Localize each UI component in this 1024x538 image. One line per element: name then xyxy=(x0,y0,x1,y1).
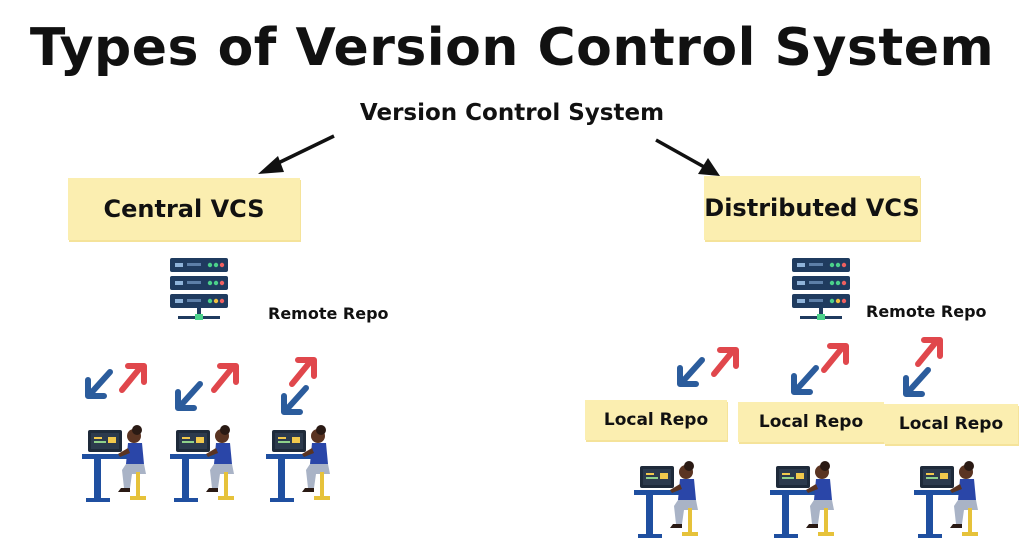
central-vcs-node: Central VCS xyxy=(68,178,300,240)
push-arrow-icon xyxy=(292,360,314,384)
central-server-icon xyxy=(170,258,228,320)
local-repo-node-3: Local Repo xyxy=(884,404,1018,444)
distributed-server-icon xyxy=(792,258,850,320)
push-arrow-icon xyxy=(122,366,144,390)
branch-arrow-central xyxy=(258,134,335,174)
central-remote-repo-label: Remote Repo xyxy=(268,304,389,323)
local-repo-node-1: Local Repo xyxy=(585,400,727,440)
pull-arrow-icon xyxy=(906,370,928,394)
developer-icon-distributed-1 xyxy=(634,461,698,538)
pull-arrow-icon xyxy=(794,368,816,392)
push-arrow-icon xyxy=(918,340,940,364)
branch-arrow-distributed xyxy=(655,138,720,176)
developer-icon-central-1 xyxy=(82,425,146,502)
developer-icon-central-3 xyxy=(266,425,330,502)
developer-icon-distributed-2 xyxy=(770,461,834,538)
pull-arrow-icon xyxy=(178,384,200,408)
developer-icon-central-2 xyxy=(170,425,234,502)
developer-icon-distributed-3 xyxy=(914,461,978,538)
pull-arrow-icon xyxy=(88,372,110,396)
distributed-vcs-label: Distributed VCS xyxy=(704,194,920,222)
diagram-title: Types of Version Control System xyxy=(29,18,995,78)
push-arrow-icon xyxy=(824,346,846,370)
distributed-vcs-node: Distributed VCS xyxy=(704,176,920,240)
distributed-remote-repo-label: Remote Repo xyxy=(866,302,987,321)
push-arrow-icon xyxy=(214,366,236,390)
local-repo-label-2: Local Repo xyxy=(758,412,864,432)
root-node-label: Version Control System xyxy=(359,100,665,126)
pull-arrow-icon xyxy=(284,388,306,412)
local-repo-node-2: Local Repo xyxy=(738,402,884,442)
push-arrow-icon xyxy=(714,350,736,374)
local-repo-label-3: Local Repo xyxy=(898,414,1004,434)
pull-arrow-icon xyxy=(680,360,702,384)
local-repo-label-1: Local Repo xyxy=(603,410,709,430)
central-vcs-label: Central VCS xyxy=(103,195,265,223)
